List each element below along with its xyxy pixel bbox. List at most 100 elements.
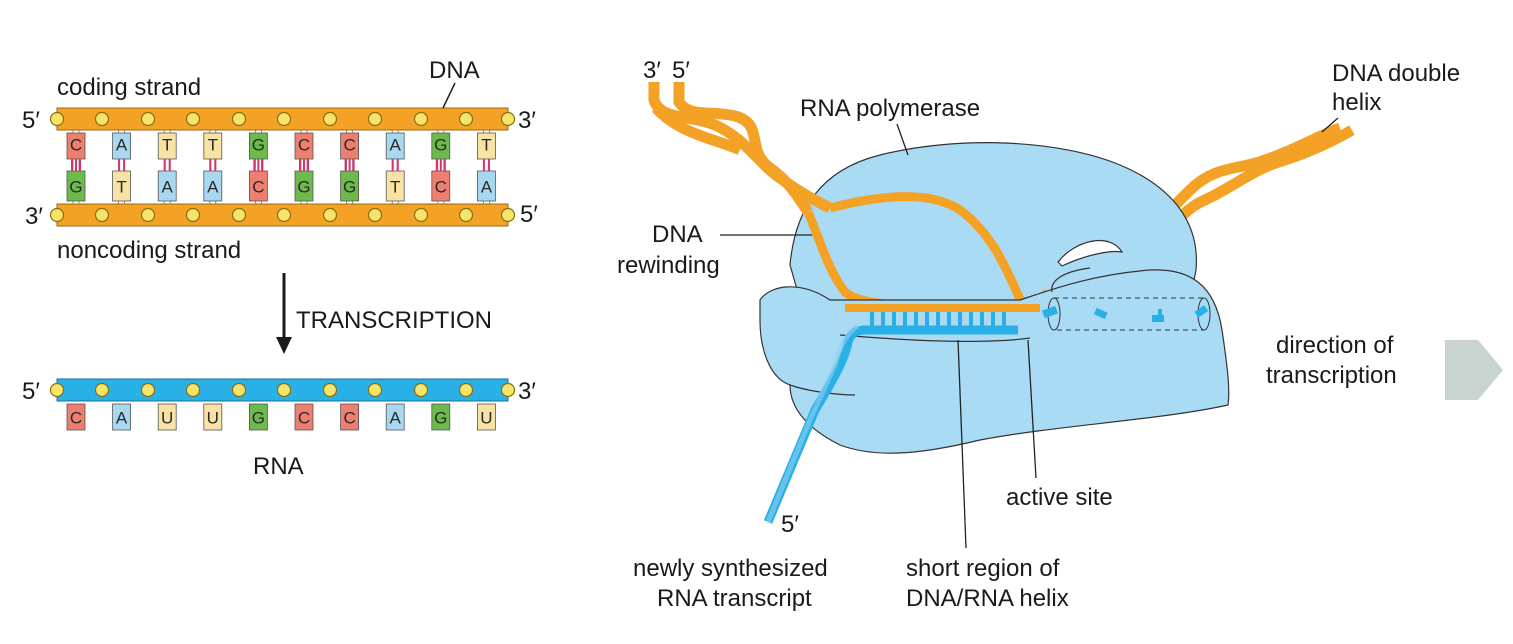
hydrogen-bond (214, 159, 217, 171)
coding-base-letter: G (434, 136, 447, 155)
hybrid-base-pair (980, 312, 984, 328)
rna-base-block (385, 403, 405, 431)
template-base-letter: G (297, 178, 310, 197)
phosphate-icon (49, 382, 65, 398)
template-base-letter: C (435, 178, 447, 197)
active-site-label: active site (1006, 484, 1113, 511)
hydrogen-bond (482, 159, 485, 171)
template-base-letter: A (162, 178, 174, 197)
rna-base-block (157, 403, 177, 431)
phosphate-icon (276, 111, 292, 127)
rna-polymerase-label: RNA polymerase (800, 95, 980, 122)
template-base-letter: G (69, 178, 82, 197)
template-base-letter: C (252, 178, 264, 197)
hydrogen-bond (303, 159, 305, 171)
short-region-label-1: short region of (906, 555, 1060, 582)
phosphate-icon (185, 382, 201, 398)
coding-base-block (476, 132, 496, 160)
hydrogen-bond (79, 159, 81, 171)
coding-strand-label: coding strand (57, 74, 201, 101)
coding-base-block (385, 132, 405, 160)
hydrogen-bond (487, 159, 490, 171)
coding-base-letter: T (162, 136, 172, 155)
template-base-letter: A (481, 178, 493, 197)
rna-base-letter: G (434, 409, 447, 428)
noncoding-3-prime: 3′ (25, 203, 43, 230)
phosphate-icon (500, 207, 516, 223)
phosphate-icon (413, 207, 429, 223)
rna-base-block (476, 403, 496, 431)
free-nucleotides (1042, 305, 1209, 322)
polymerase-top-fold (1051, 267, 1091, 293)
rna-base-letter: C (298, 409, 310, 428)
rna-base-block (340, 403, 360, 431)
coding-base-letter: C (298, 136, 310, 155)
rna-base-block (112, 403, 131, 431)
coding-base-block (203, 132, 223, 160)
hybrid-base-pair (903, 312, 907, 328)
hydrogen-bond (123, 159, 126, 171)
phosphate-icon (94, 111, 110, 127)
hydrogen-bond (443, 159, 446, 171)
phosphate-icon (49, 111, 65, 127)
hybrid-base-pair (958, 312, 962, 328)
noncoding-5-prime: 5′ (520, 201, 538, 228)
hydrogen-bond (439, 159, 442, 171)
rna-base-letter: C (70, 409, 82, 428)
rna-base-block (294, 403, 314, 431)
phosphate-icon (140, 382, 156, 398)
rna-base-letter: C (343, 409, 355, 428)
hydrogen-bond (168, 159, 171, 171)
phosphate-icon (231, 111, 247, 127)
phosphate-icon (185, 111, 201, 127)
phosphate-icon (458, 382, 474, 398)
polymerase-channel (1057, 239, 1124, 267)
dna-end-3-prime: 3′ (643, 57, 661, 84)
template-base-block (385, 170, 405, 202)
rna-polymerase-leader (896, 123, 909, 156)
hydrogen-bond (71, 159, 73, 171)
dna-double-helix-left (648, 82, 833, 216)
template-base-letter: T (116, 178, 126, 197)
coding-base-letter: A (116, 136, 128, 155)
template-base-letter: G (343, 178, 356, 197)
hydrogen-bond (118, 159, 121, 171)
hybrid-base-pair (881, 312, 885, 328)
phosphate-icon (367, 207, 383, 223)
coding-base-letter: T (481, 136, 491, 155)
rna-base-letter: U (161, 409, 173, 428)
hybrid-base-pair (914, 312, 918, 328)
rna-phosphates (49, 382, 516, 398)
noncoding-phosphates (49, 207, 516, 223)
polymerase-cleft-line (839, 334, 1031, 343)
active-site-leader (1027, 339, 1037, 479)
dna-label: DNA (429, 57, 480, 84)
hydrogen-bond (396, 159, 399, 171)
rna-base-letter: A (116, 409, 128, 428)
phosphate-icon (413, 111, 429, 127)
hybrid-base-pair (892, 312, 896, 328)
base-pair-rungs (72, 129, 490, 205)
dna-rewinding-label-1: DNA (652, 221, 703, 248)
dna-double-helix-label-2: helix (1332, 89, 1381, 116)
hybrid-base-pair (991, 312, 995, 328)
hydrogen-bond (253, 159, 256, 171)
coding-5-prime: 5′ (22, 107, 40, 134)
template-base-block (157, 170, 177, 202)
transcription-arrow-head (276, 337, 292, 354)
new-transcript-label-2: RNA transcript (657, 585, 812, 612)
transcript-5-prime: 5′ (781, 511, 799, 538)
rna-base-letter: A (390, 409, 402, 428)
template-base-block (112, 170, 131, 202)
dna-end-5-prime: 5′ (672, 57, 690, 84)
dna-rna-hybrid-pairs (870, 312, 1006, 328)
dna-double-helix-leader (1321, 117, 1339, 133)
hybrid-base-pair (947, 312, 951, 328)
hydrogen-bond (352, 159, 355, 171)
phosphate-icon (94, 382, 110, 398)
phosphate-icon (140, 207, 156, 223)
hydrogen-bond (75, 159, 77, 171)
phosphate-icon (140, 111, 156, 127)
